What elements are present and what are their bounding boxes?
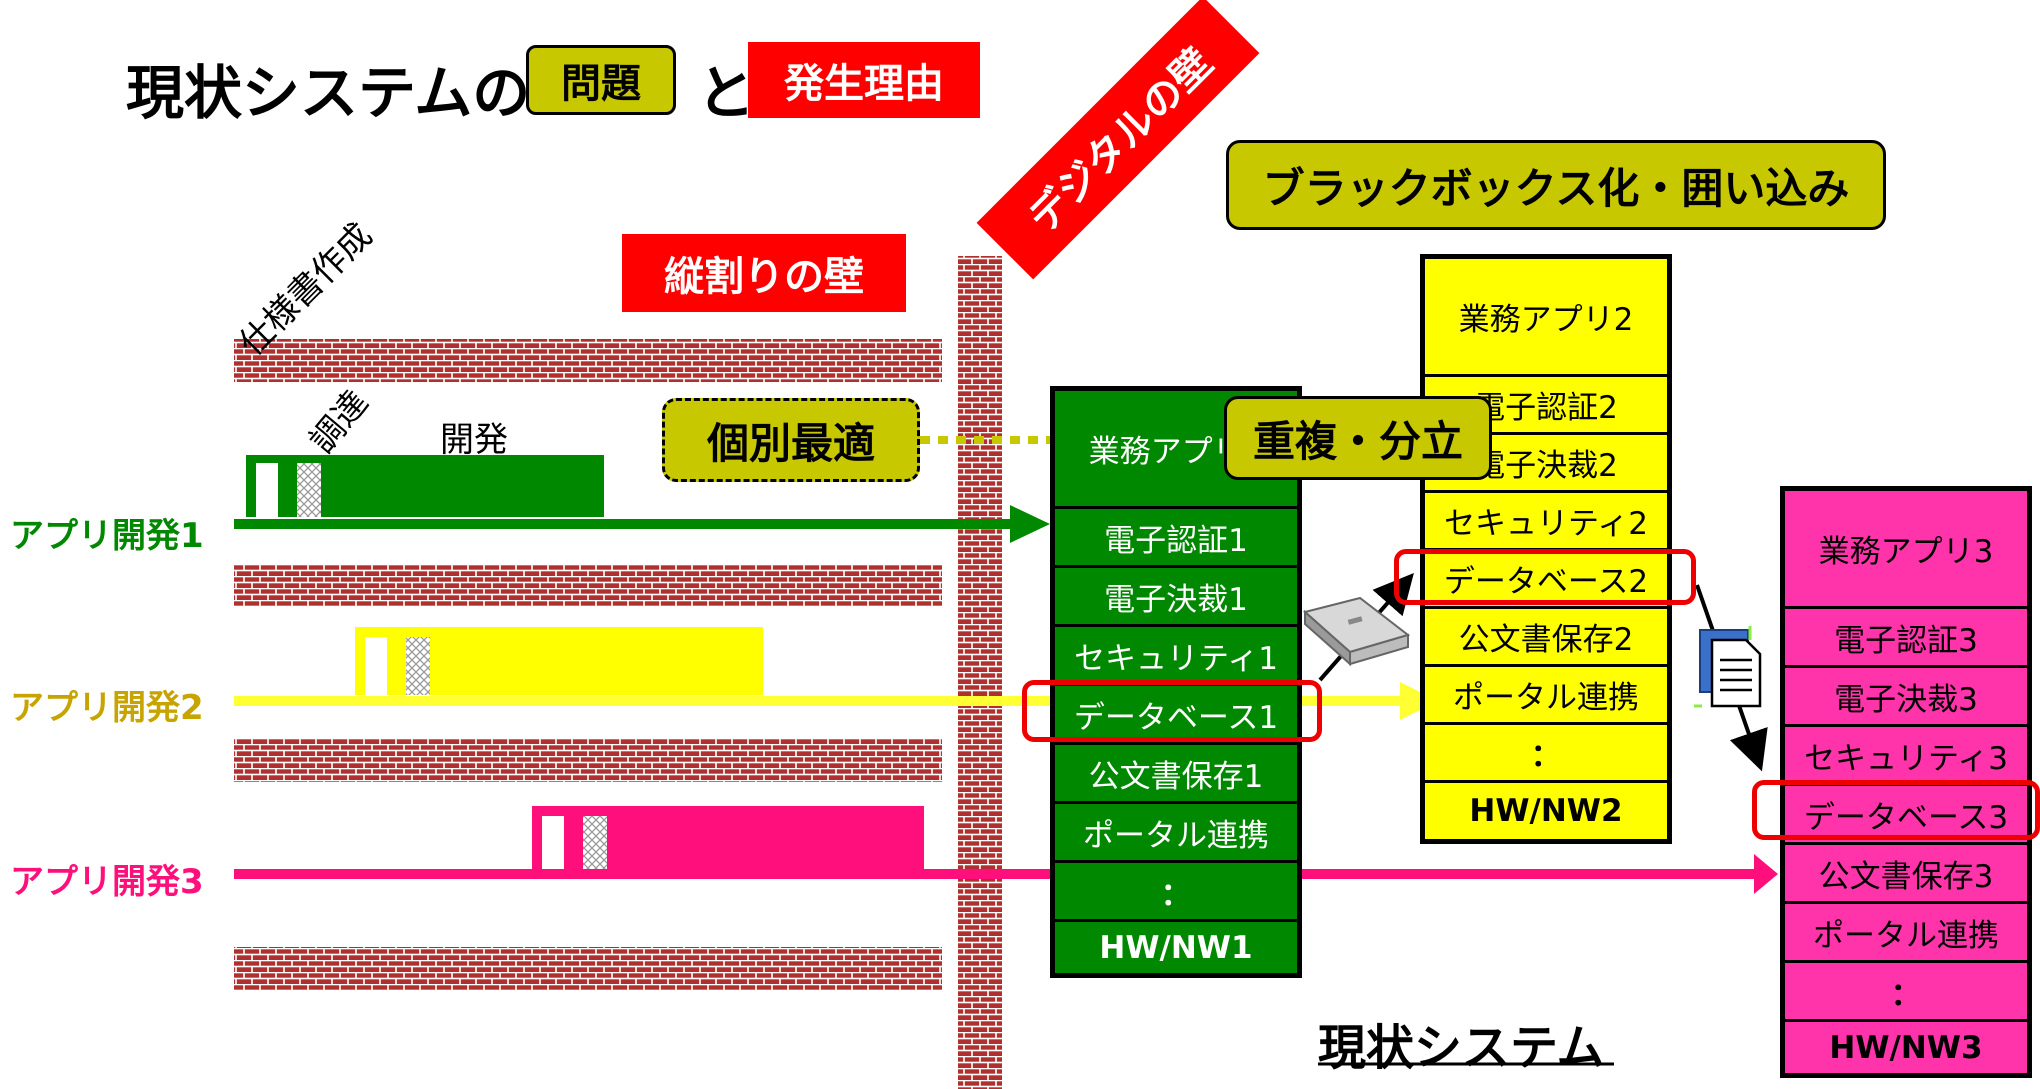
project-2-timeline — [234, 627, 1438, 720]
page-title: 現状システムの — [126, 59, 531, 127]
project-1-timeline — [234, 455, 1050, 543]
project-2-label: アプリ開発2 — [10, 688, 204, 728]
stack3-archive: 公文書保存3 — [1785, 845, 2027, 904]
stack2-e-approval: 電子決裁2 — [1425, 435, 1667, 493]
stack3-portal: ポータル連携 — [1785, 904, 2027, 963]
stack2-hwnw: HW/NW2 — [1469, 793, 1623, 829]
stack2-portal: ポータル連携 — [1425, 667, 1667, 725]
stack3-e-auth: 電子認証3 — [1785, 609, 2027, 668]
stack2-database: データベース2 — [1425, 551, 1667, 609]
blackbox-callout: ブラックボックス化・囲い込み — [1226, 140, 1886, 230]
stack1-e-approval: 電子決裁1 — [1055, 568, 1297, 627]
vertical-wall-band-1 — [234, 339, 942, 382]
database-3-highlight — [1752, 780, 2040, 840]
stack1-ellipsis: ： — [1055, 863, 1297, 922]
stack1-hwnw: HW/NW1 — [1099, 929, 1253, 966]
stack3-database: データベース3 — [1785, 786, 2027, 845]
stack2-ellipsis: ： — [1425, 725, 1667, 783]
title-conjunction: と — [697, 59, 756, 127]
duplication-callout: 重複・分立 — [1224, 396, 1492, 480]
document-icon — [1694, 626, 1762, 708]
stack2-business-app: 業務アプリ2 — [1425, 259, 1667, 377]
stack2-archive: 公文書保存2 — [1425, 609, 1667, 667]
stack2-e-auth: 電子認証2 — [1425, 377, 1667, 435]
vertical-wall-label: 縦割りの壁 — [622, 234, 906, 312]
problem-badge: 問題 — [526, 45, 676, 115]
phase-development-label: 開発 — [440, 420, 508, 460]
stack1-e-auth: 電子認証1 — [1055, 509, 1297, 568]
project-3-timeline — [234, 806, 1778, 894]
project-1-label: アプリ開発1 — [10, 516, 204, 556]
vertical-wall-band-2 — [234, 564, 942, 607]
database-1-highlight — [1022, 680, 1322, 742]
stack2-security: セキュリティ2 — [1425, 493, 1667, 551]
project-3-label: アプリ開発3 — [10, 862, 204, 902]
stack1-security: セキュリティ1 — [1055, 627, 1297, 686]
reason-badge: 発生理由 — [748, 42, 980, 118]
stack1-archive: 公文書保存1 — [1055, 745, 1297, 804]
stack1-portal: ポータル連携 — [1055, 804, 1297, 863]
stack3-ellipsis: ： — [1785, 963, 2027, 1022]
stack1-database: データベース1 — [1055, 686, 1297, 745]
disk-drive-icon — [1302, 596, 1411, 667]
digital-wall-column — [958, 256, 1002, 1089]
current-system-label: 現状システム — [1318, 1020, 1605, 1076]
stack3-security: セキュリティ3 — [1785, 727, 2027, 786]
database-2-highlight — [1394, 549, 1696, 605]
individual-optimization-callout: 個別最適 — [662, 398, 920, 482]
vertical-wall-band-4 — [234, 947, 942, 991]
stack3-hwnw: HW/NW3 — [1829, 1029, 1983, 1066]
vertical-wall-band-3 — [234, 739, 942, 782]
stack3-e-approval: 電子決裁3 — [1785, 668, 2027, 727]
stack3-business-app: 業務アプリ3 — [1785, 491, 2027, 609]
